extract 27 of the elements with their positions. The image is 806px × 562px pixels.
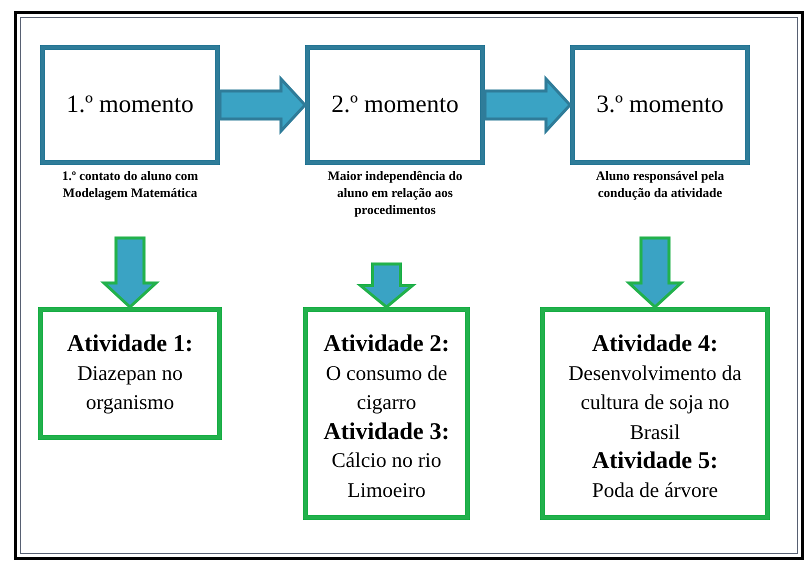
activity-description: Cálcio no rio Limoeiro (330, 447, 442, 504)
stage-box (305, 45, 485, 165)
activity-description: Poda de árvore (592, 476, 718, 504)
stage-title: 1.º momento (66, 90, 194, 120)
block-arrow (218, 75, 308, 135)
activity-box (540, 307, 770, 520)
activity-heading: Atividade 1: (67, 330, 193, 359)
block-arrow (356, 262, 417, 309)
stage-title: 2.º momento (331, 90, 459, 120)
activity-description: Diazepan no organismo (76, 360, 184, 416)
block-arrow (625, 236, 685, 310)
activity-heading: Atividade 4: (592, 330, 718, 359)
stage-title: 3.º momento (596, 90, 724, 120)
stage-description: Aluno responsável pela condução da atividade (594, 168, 726, 202)
activity-heading: Atividade 2: (324, 330, 450, 359)
activity-box (38, 307, 222, 440)
stage-box (40, 45, 220, 165)
activity-heading: Atividade 3: (324, 418, 450, 446)
stage-description: Maior independência do aluno em relação aos procedimentos (326, 168, 464, 219)
activity-heading: Atividade 5: (592, 446, 718, 476)
activity-box (303, 307, 470, 520)
activity-description: Desenvolvimento da cultura de soja no Brasil (567, 360, 743, 446)
block-arrow (484, 75, 572, 135)
stage-description: 1.º contato do aluno com Modelagem Matemática (60, 168, 200, 202)
activity-description: O consumo de cigarro (324, 360, 448, 416)
block-arrow (100, 236, 160, 310)
stage-box (570, 45, 750, 165)
